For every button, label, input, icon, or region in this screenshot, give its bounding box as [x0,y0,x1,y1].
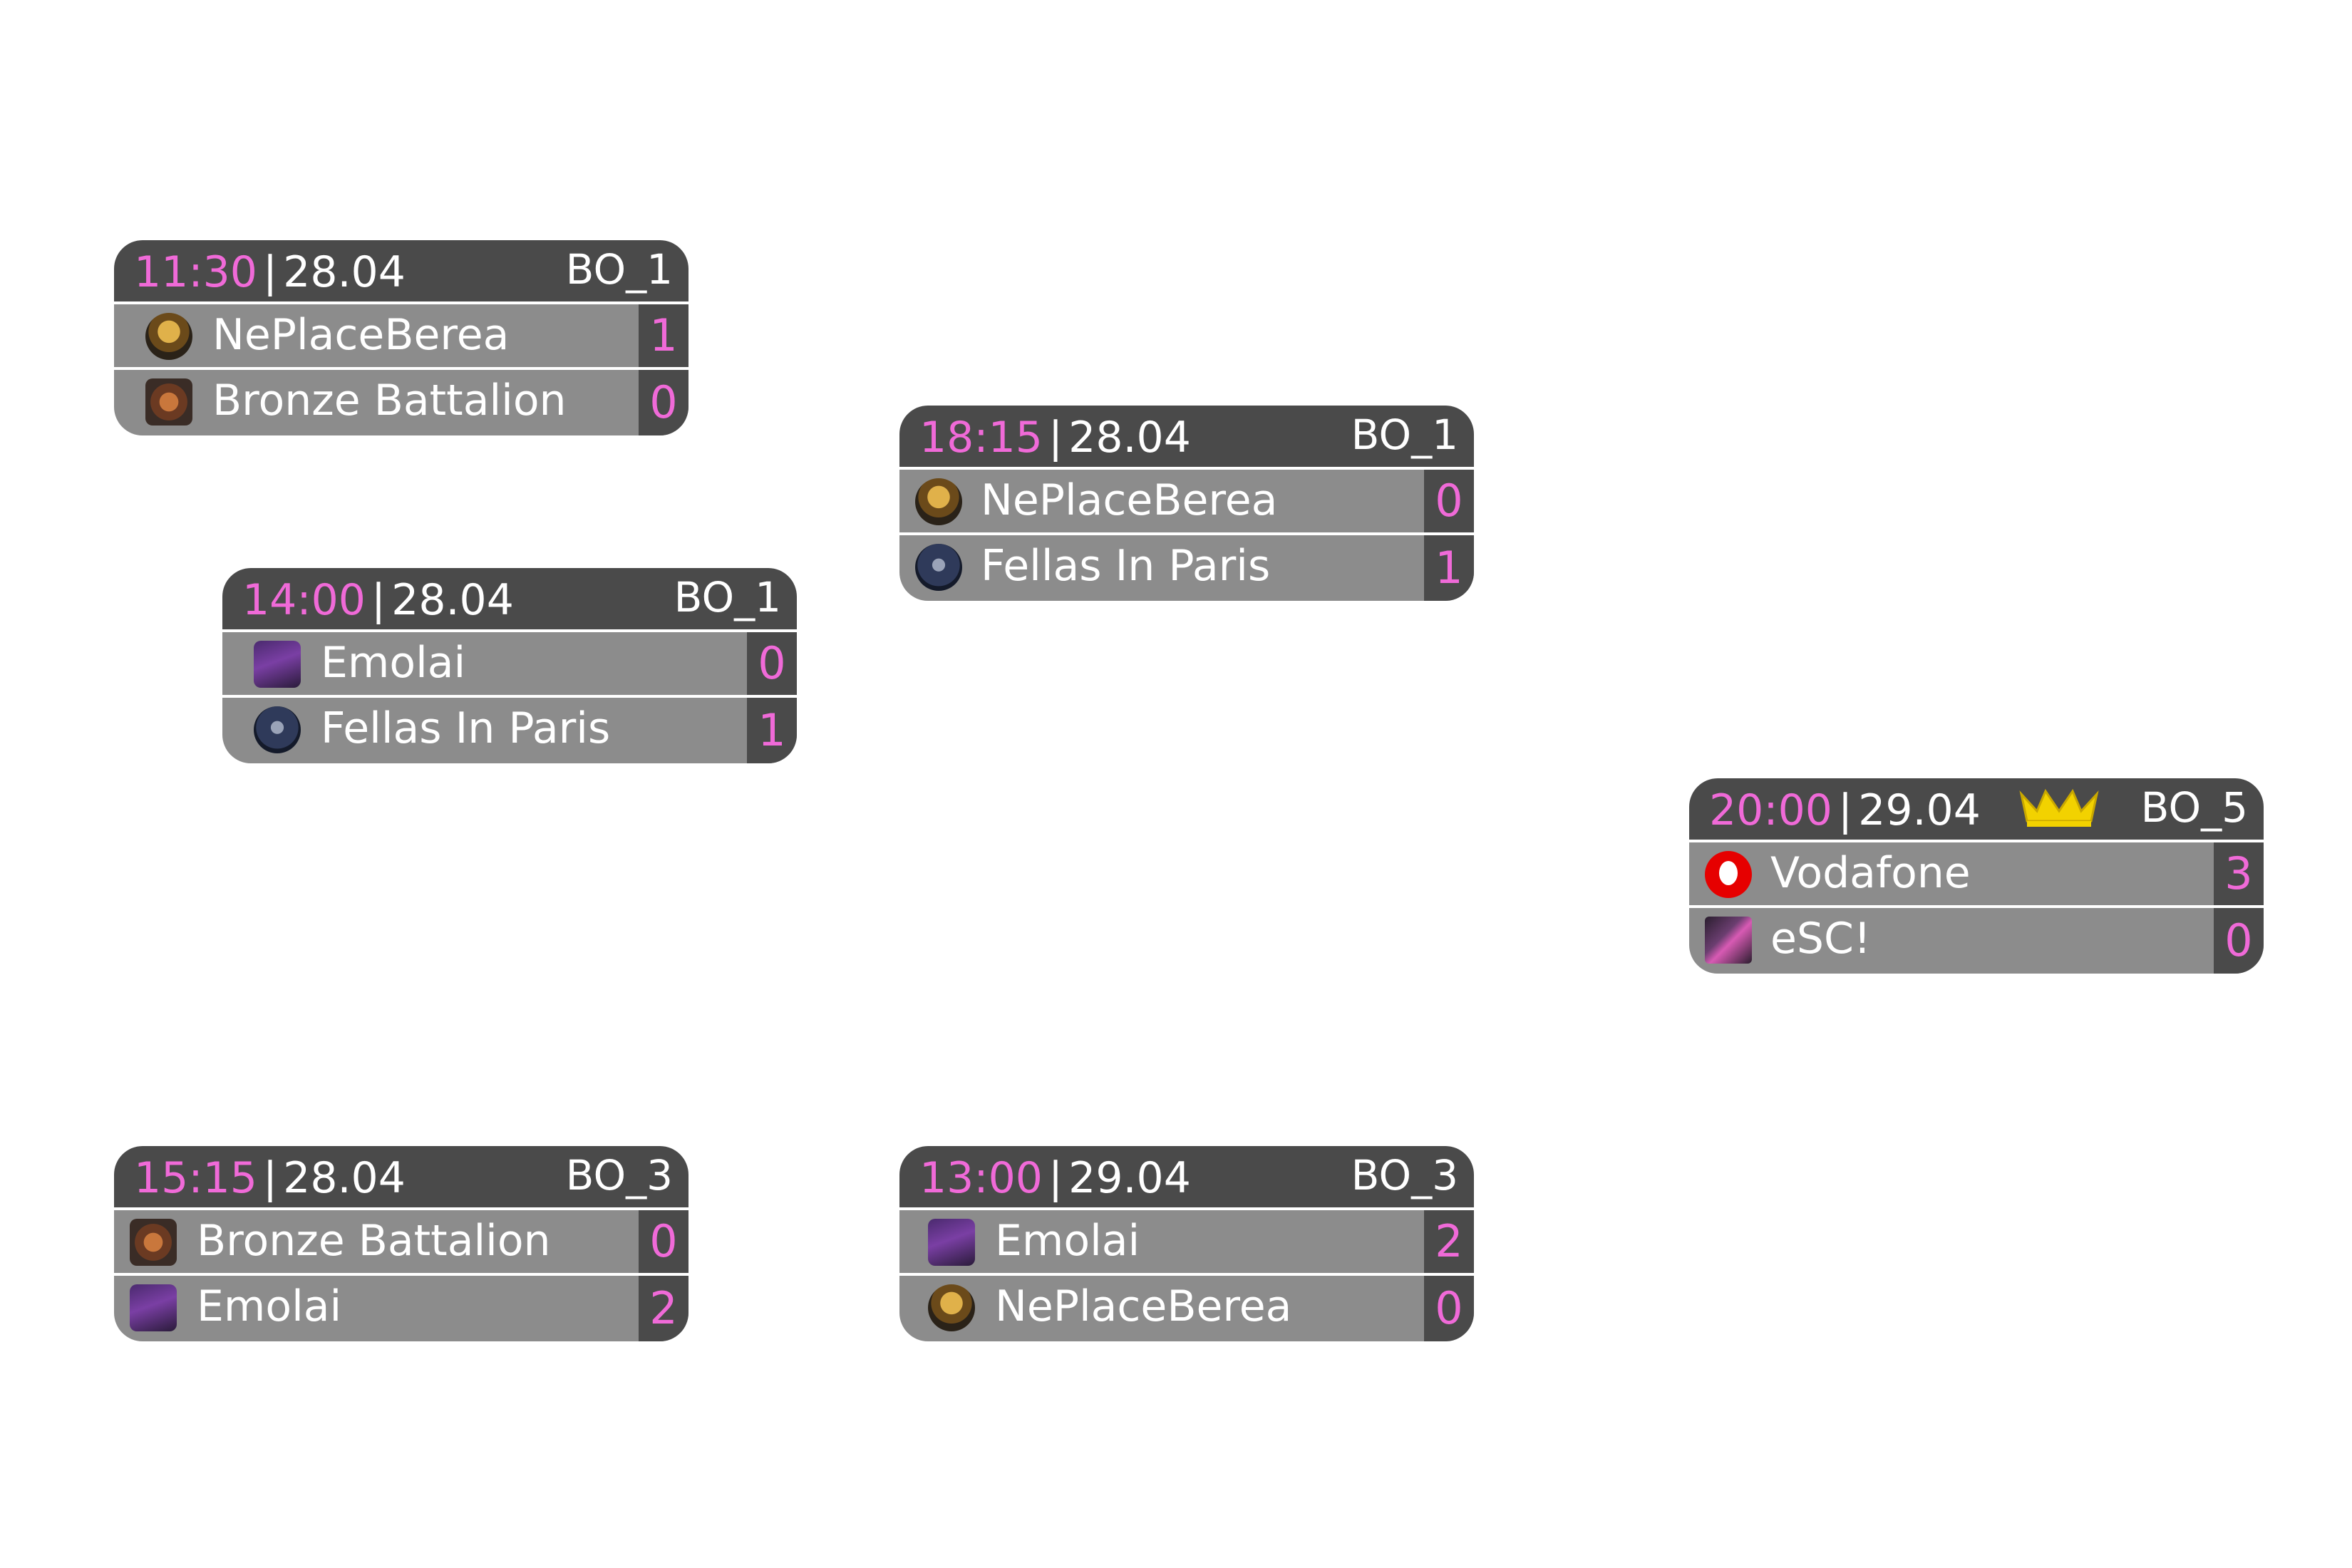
emolai-logo-icon [130,1284,177,1331]
team-score: 0 [747,632,797,695]
bronze-battalion-logo-icon [145,378,192,425]
match-datetime: 14:00|28.04 [242,569,514,631]
team-row[interactable]: NePlaceBerea 0 [899,470,1474,532]
team-name: Emolai [321,638,466,688]
match-time: 11:30 [134,247,257,297]
team-score: 0 [639,370,688,435]
match-card[interactable]: 13:00|29.04 BO_3 Emolai 2 NePlaceBerea 0 [899,1146,1474,1341]
team-row[interactable]: Vodafone 3 [1689,842,2264,905]
team-name: Vodafone [1770,848,1971,898]
match-time: 14:00 [242,575,366,625]
team-name: NePlaceBerea [995,1281,1292,1331]
team-score: 0 [1424,1276,1474,1341]
match-datetime: 18:15|28.04 [919,407,1191,468]
team-row[interactable]: NePlaceBerea 1 [114,304,688,367]
team-row[interactable]: Bronze Battalion 0 [114,1210,688,1273]
match-date: 28.04 [283,1153,406,1203]
team-row[interactable]: Fellas In Paris 1 [222,698,797,763]
match-header: 20:00|29.04 BO_5 [1689,778,2264,840]
team-name: NePlaceBerea [981,475,1278,525]
match-date: 29.04 [1858,785,1981,835]
team-score: 0 [1424,470,1474,532]
neplaceberea-logo-icon [928,1284,975,1331]
datetime-separator: | [1837,785,1853,835]
team-name: NePlaceBerea [212,310,510,360]
match-card[interactable]: 14:00|28.04 BO_1 Emolai 0 Fellas In Pari… [222,568,797,763]
match-datetime: 20:00|29.04 [1709,780,1981,841]
match-time: 20:00 [1709,785,1832,835]
team-score: 2 [1424,1210,1474,1273]
team-row[interactable]: Emolai 0 [222,632,797,695]
neplaceberea-logo-icon [145,313,192,360]
emolai-logo-icon [928,1219,975,1266]
neplaceberea-logo-icon [915,478,962,525]
match-datetime: 15:15|28.04 [134,1147,406,1209]
team-row[interactable]: NePlaceBerea 0 [899,1276,1474,1341]
match-header: 14:00|28.04 BO_1 [222,568,797,629]
team-name: Emolai [995,1216,1140,1266]
team-row[interactable]: eSC! 0 [1689,908,2264,974]
fellas-in-paris-logo-icon [915,544,962,591]
team-name: eSC! [1770,914,1871,964]
team-row[interactable]: Emolai 2 [114,1276,688,1341]
datetime-separator: | [262,247,278,297]
match-time: 15:15 [134,1153,257,1203]
team-name: Bronze Battalion [212,376,567,425]
match-datetime: 13:00|29.04 [919,1147,1191,1209]
match-header: 18:15|28.04 BO_1 [899,406,1474,467]
team-score: 0 [2214,908,2264,974]
team-row[interactable]: Emolai 2 [899,1210,1474,1273]
match-date: 28.04 [283,247,406,297]
match-date: 28.04 [1068,413,1191,463]
team-row[interactable]: Fellas In Paris 1 [899,535,1474,601]
team-name: Fellas In Paris [981,541,1271,591]
match-datetime: 11:30|28.04 [134,242,406,303]
datetime-separator: | [371,575,386,625]
match-format: BO_3 [1351,1151,1458,1200]
team-name: Emolai [197,1281,342,1331]
team-score: 1 [1424,535,1474,601]
team-score: 3 [2214,842,2264,905]
match-format: BO_1 [565,245,673,294]
team-score: 1 [639,304,688,367]
bronze-battalion-logo-icon [130,1219,177,1266]
match-date: 28.04 [391,575,514,625]
esc-logo-icon [1705,917,1752,964]
team-score: 2 [639,1276,688,1341]
team-name: Bronze Battalion [197,1216,551,1266]
match-card[interactable]: 15:15|28.04 BO_3 Bronze Battalion 0 Emol… [114,1146,688,1341]
match-time: 18:15 [919,413,1043,463]
datetime-separator: | [262,1153,278,1203]
match-header: 15:15|28.04 BO_3 [114,1146,688,1207]
team-row[interactable]: Bronze Battalion 0 [114,370,688,435]
datetime-separator: | [1048,1153,1063,1203]
fellas-in-paris-logo-icon [254,706,301,753]
team-name: Fellas In Paris [321,703,611,753]
match-card[interactable]: 18:15|28.04 BO_1 NePlaceBerea 0 Fellas I… [899,406,1474,601]
team-score: 1 [747,698,797,763]
match-card[interactable]: 11:30|28.04 BO_1 NePlaceBerea 1 Bronze B… [114,240,688,435]
match-format: BO_3 [565,1151,673,1200]
match-time: 13:00 [919,1153,1043,1203]
match-format: BO_5 [2140,783,2248,832]
datetime-separator: | [1048,413,1063,463]
match-format: BO_1 [674,573,781,621]
match-date: 29.04 [1068,1153,1191,1203]
vodafone-logo-icon [1705,851,1752,898]
match-header: 11:30|28.04 BO_1 [114,240,688,301]
match-format: BO_1 [1351,411,1458,459]
crown-icon [2019,788,2099,827]
team-score: 0 [639,1210,688,1273]
final-match-card[interactable]: 20:00|29.04 BO_5 Vodafone 3 eSC! 0 [1689,778,2264,974]
emolai-logo-icon [254,641,301,688]
match-header: 13:00|29.04 BO_3 [899,1146,1474,1207]
